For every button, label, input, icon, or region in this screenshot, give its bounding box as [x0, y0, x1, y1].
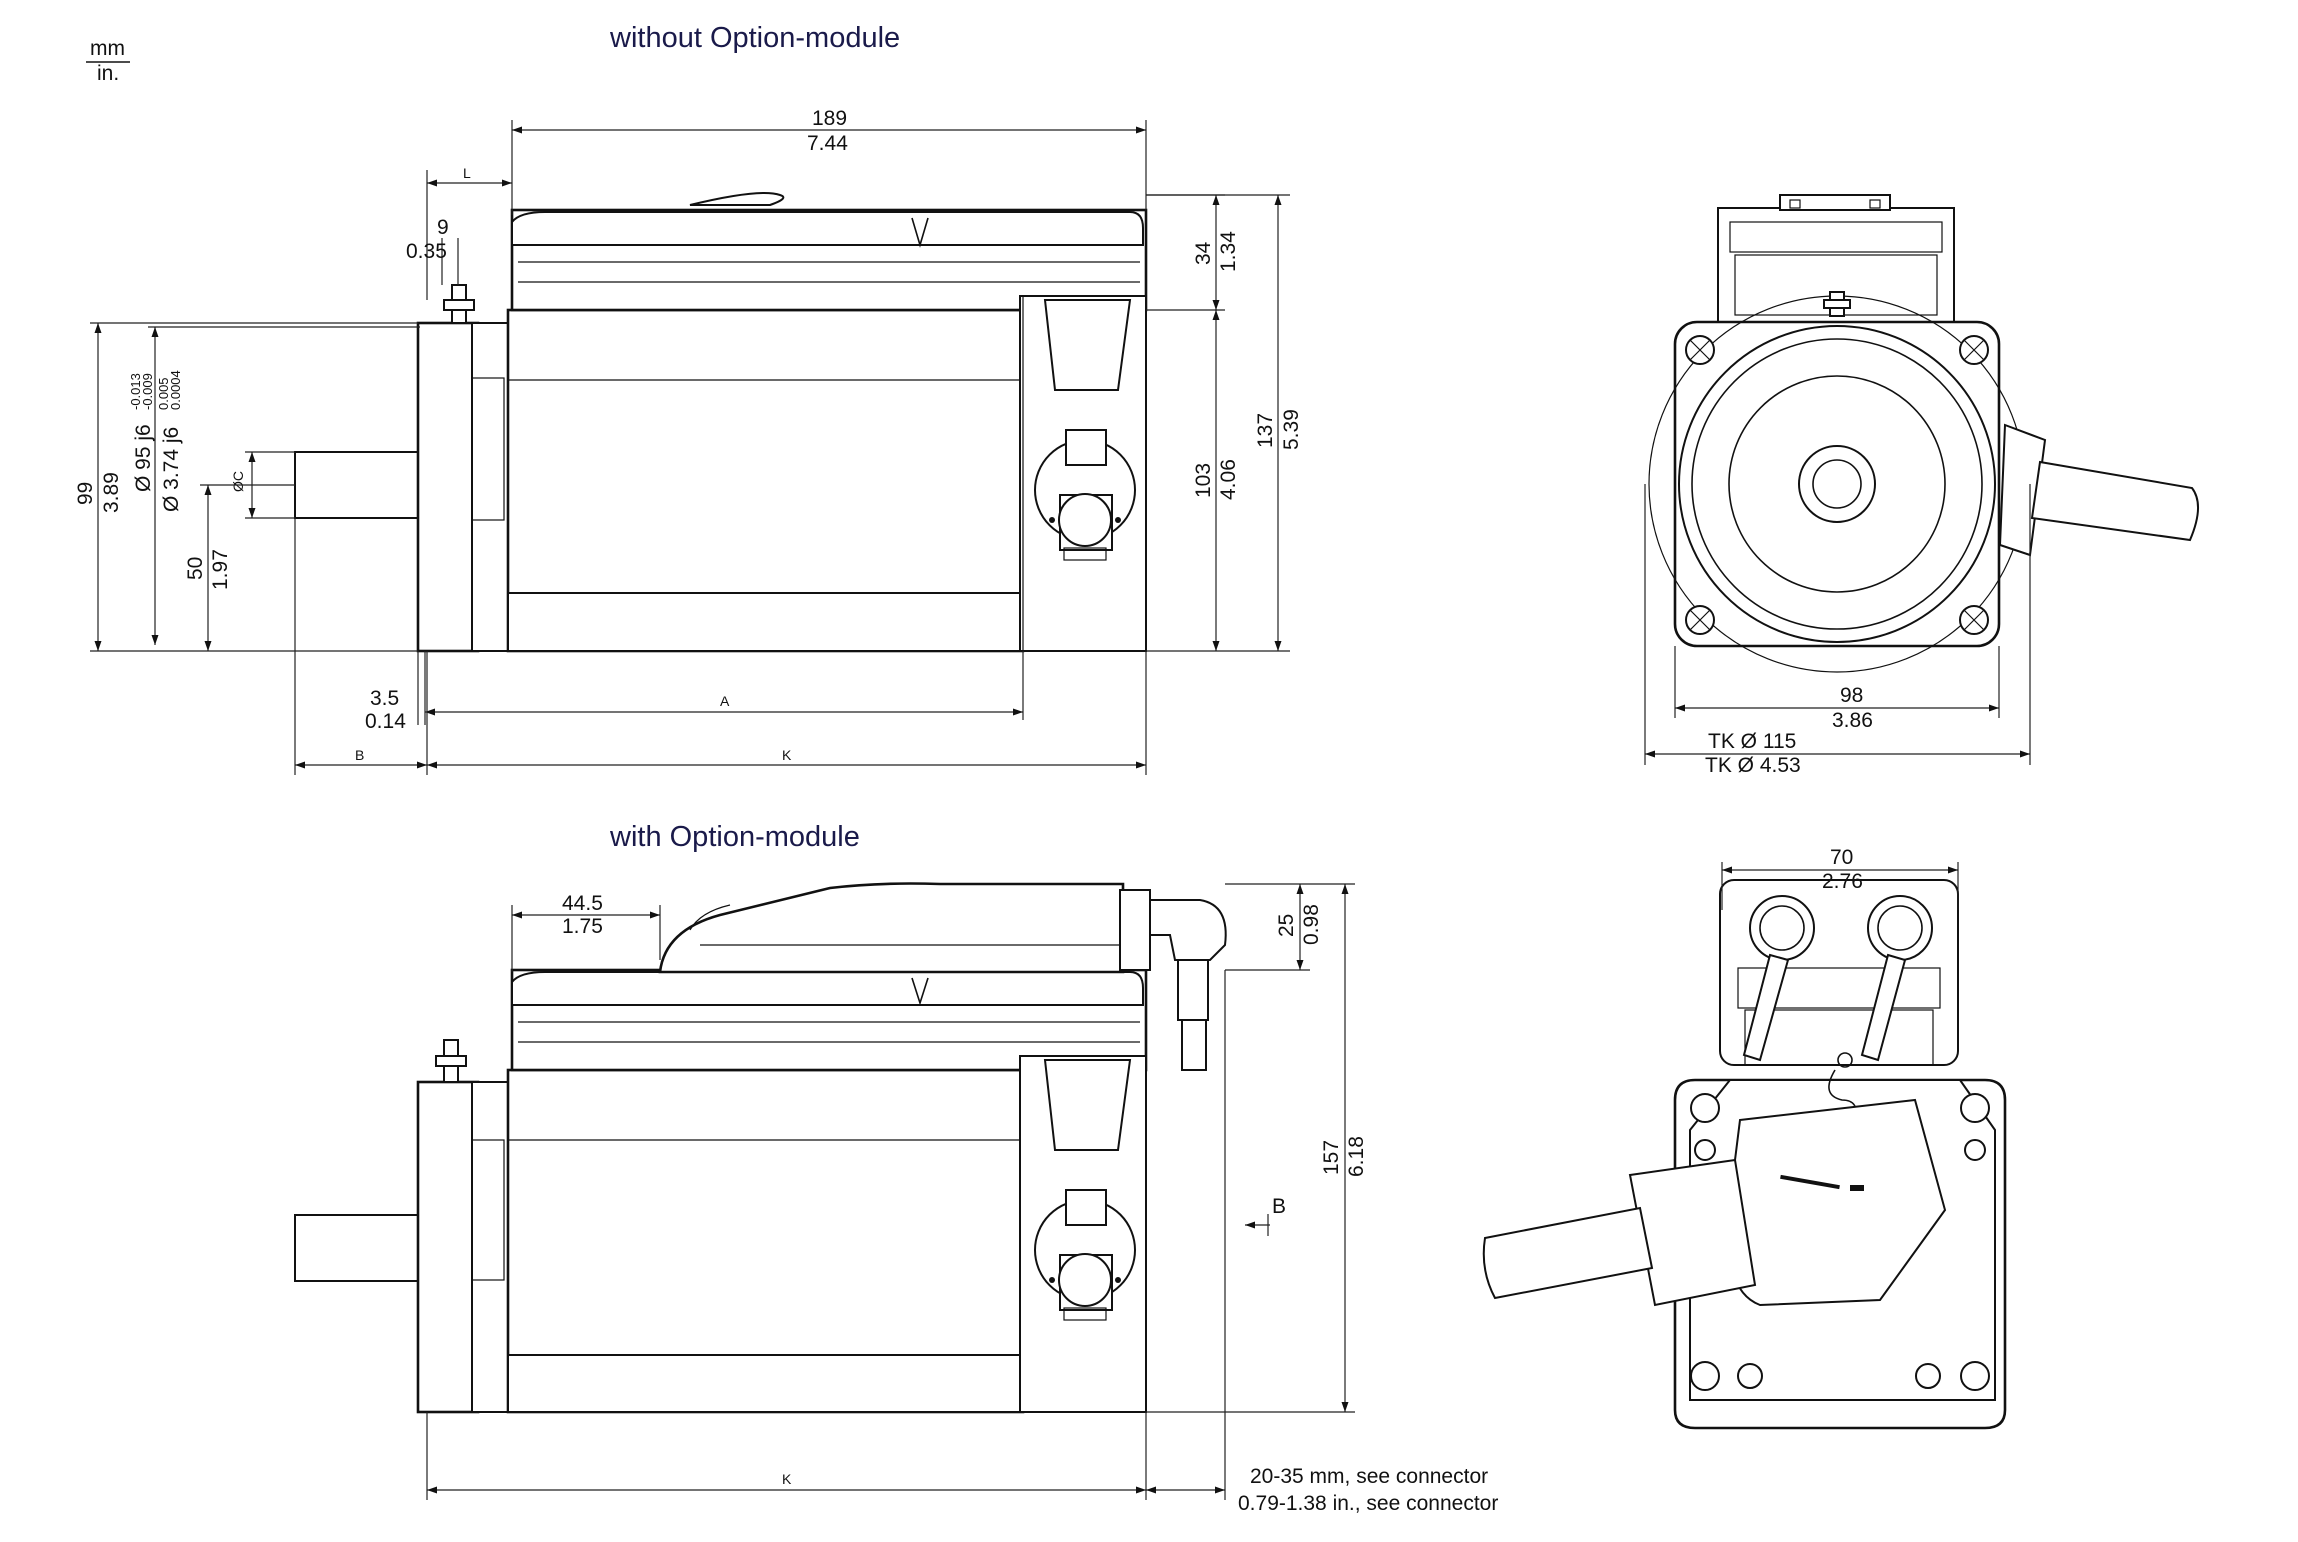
- dim-module-height-mm: 25: [1275, 914, 1298, 937]
- option-module: [658, 882, 1125, 974]
- dim-centering-tol-mm-lower: -0.009: [140, 373, 155, 410]
- dim-total-height-mm: 137: [1254, 413, 1277, 448]
- dim-module-offset-mm: 44.5: [562, 892, 603, 915]
- dim-connector-length-in: 0.79-1.38 in., see connector: [1238, 1492, 1498, 1515]
- mounting-flange: [416, 321, 480, 653]
- dim-rear-width-in: 2.76: [1822, 870, 1863, 893]
- dim-total-height-in: 5.39: [1280, 409, 1303, 450]
- dim-front-width-mm: 98: [1840, 684, 1863, 707]
- cable-rear: [1482, 1206, 1654, 1300]
- unit-inch: in.: [97, 62, 119, 85]
- dim-centering-dia-mm: Ø 95 j6: [132, 424, 155, 492]
- dim-module-height-in: 0.98: [1300, 904, 1323, 945]
- dim-total-height-2-in: 6.18: [1345, 1136, 1368, 1177]
- dim-shaft-dia: ØC: [230, 471, 246, 492]
- dim-length-mm: 189: [812, 107, 847, 130]
- flange-bolt-holes: [1685, 335, 1989, 635]
- dim-top-height-in: 1.34: [1217, 231, 1240, 272]
- dim-centering-dia-in: Ø 3.74 j6: [160, 427, 183, 512]
- dim-front-width-in: 3.86: [1832, 709, 1873, 732]
- motor-shaft: [294, 451, 424, 519]
- dim-bolt-circle-mm: TK Ø 115: [1708, 730, 1796, 753]
- dim-length-in: 7.44: [807, 132, 848, 155]
- dim-rear-width-mm: 70: [1830, 846, 1853, 869]
- angle-connector: [1149, 899, 1227, 961]
- rear-view: 70 2.76: [1482, 846, 2007, 1430]
- dim-top-height-mm: 34: [1192, 241, 1215, 265]
- dim-module-offset-in: 1.75: [562, 915, 603, 938]
- dim-bolt-circle-in: TK Ø 4.53: [1705, 754, 1801, 777]
- motor-shaft-2: [294, 1214, 424, 1282]
- dim-letter-a: A: [720, 693, 730, 709]
- dim-centering-tol-mm-upper: -0.013: [128, 373, 143, 410]
- unit-mm: mm: [90, 37, 125, 60]
- dim-letter-b: B: [355, 747, 364, 763]
- dim-flange-thickness-mm: 3.5: [370, 687, 399, 710]
- side-view-without-module: 189 7.44 L 9 0.35 34 1.34 103 4.06 137 5…: [74, 107, 1303, 775]
- units-legend: mm in.: [86, 37, 130, 85]
- dim-body-height-mm: 103: [1192, 463, 1215, 498]
- title-without-option-module: without Option-module: [609, 22, 900, 54]
- dim-shaft-center-in: 1.97: [209, 549, 232, 590]
- side-view-with-module: 44.5 1.75 25 0.98 157 6.18 B K 20-35 mm,…: [294, 882, 1498, 1515]
- dim-flange-height-in: 3.89: [100, 472, 123, 513]
- front-view: 98 3.86 TK Ø 115 TK Ø 4.53: [1644, 194, 2199, 777]
- dim-centering-tol-in-lower: 0.0004: [168, 370, 183, 410]
- dim-shaft-center-mm: 50: [184, 557, 207, 580]
- dim-letter-k-2: K: [782, 1471, 792, 1487]
- round-connectors: [1742, 895, 1933, 1062]
- rear-bolt-holes: [1690, 1093, 1990, 1391]
- dim-letter-k: K: [782, 747, 792, 763]
- dim-flange-offset-mm: 9: [437, 216, 449, 239]
- dim-body-height-in: 4.06: [1217, 459, 1240, 500]
- dim-flange-thickness-in: 0.14: [365, 710, 406, 733]
- view-arrow-b: B: [1272, 1195, 1286, 1218]
- dim-letter-l: L: [463, 165, 471, 181]
- dim-total-height-2-mm: 157: [1320, 1140, 1343, 1175]
- title-with-option-module: with Option-module: [609, 821, 860, 853]
- cable: [2030, 460, 2199, 542]
- dim-flange-height-mm: 99: [74, 482, 97, 505]
- mounting-flange-2: [416, 1080, 480, 1414]
- dim-connector-length-mm: 20-35 mm, see connector: [1250, 1465, 1488, 1488]
- dim-flange-offset-in: 0.35: [406, 240, 447, 263]
- dim-centering-tol-in-upper: 0.005: [156, 377, 171, 410]
